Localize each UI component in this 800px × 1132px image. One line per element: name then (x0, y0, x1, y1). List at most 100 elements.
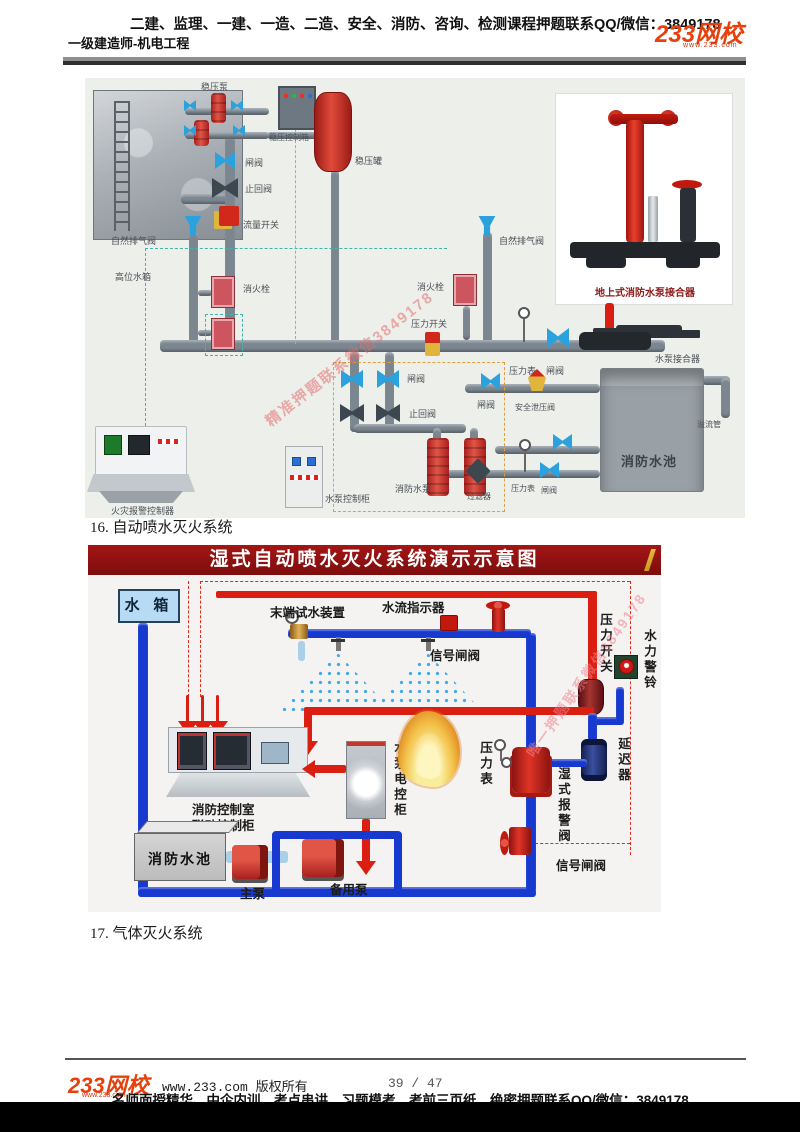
pressure-gauge (501, 757, 512, 768)
header-course-text: 一级建造师-机电工程 (68, 36, 190, 51)
label-pressure-gauge: 压力表 (478, 741, 492, 788)
pipe (535, 759, 587, 767)
gate-valve (184, 100, 196, 111)
footer-copyright: www.233.com 版权所有 (162, 1080, 308, 1095)
gate-valve (540, 462, 559, 478)
red-pipe (314, 765, 346, 773)
hydrant-standpipe (626, 120, 644, 244)
pressure-gauge (494, 739, 506, 751)
controller-buttons (158, 439, 180, 444)
air-release-valve (478, 216, 496, 236)
pipe (350, 352, 359, 432)
label-gate-valve: 闸阀 (245, 158, 264, 168)
pipe (588, 713, 597, 741)
test-drain-stub (298, 641, 305, 661)
signal-gate-valve (492, 608, 505, 632)
label-overflow-pipe: 溢流管 (697, 420, 721, 429)
pipe (225, 136, 235, 348)
cabinet-buttons (290, 475, 320, 480)
fire-water-supply-diagram: 高位水箱 稳压泵 (85, 78, 745, 518)
signal-gate-valve (509, 827, 531, 855)
pump-control-cabinet (285, 446, 323, 508)
gate-valve (233, 125, 245, 136)
wet-alarm-valve (512, 747, 550, 793)
controller-base (87, 474, 195, 492)
label-air-release-valve: 自然排气阀 (111, 236, 157, 246)
pipe (483, 232, 492, 348)
section-heading-16: 16. 自动喷水灭火系统 (90, 520, 233, 536)
pipe (181, 194, 233, 204)
pipe (331, 170, 339, 348)
cabinet-indicator (292, 457, 301, 466)
down-arrow (356, 861, 376, 875)
stabilizing-tank (314, 92, 352, 172)
red-pipe (304, 713, 312, 743)
overflow-pipe (702, 376, 730, 385)
label-water-tank: 水 箱 (124, 598, 174, 614)
pressure-gauge (518, 307, 530, 319)
label-stabilizing-control-box: 稳压控制箱 (269, 133, 309, 142)
label-pressure-gauge: 压力表 (511, 484, 535, 493)
label-gate-valve: 闸阀 (477, 400, 496, 410)
wet-sprinkler-diagram: 湿式自动喷水灭火系统演示示意图 水 箱 末端试水装置 (88, 545, 661, 912)
pump-adapter-photo: 地上式消防水泵接合器 (555, 93, 733, 305)
label-pressure-switch: 压力开关 (411, 319, 448, 329)
pump-electric-cabinet (346, 741, 386, 819)
check-valve (340, 404, 364, 422)
footer-logo-url: www.233.com (82, 1092, 126, 1099)
valve-handwheel (486, 601, 510, 610)
pump-adapter (579, 332, 651, 350)
relief-valve (648, 196, 658, 242)
branch-pipe (288, 629, 531, 638)
fire-alarm-controller (95, 426, 187, 476)
sprinkler-head (421, 637, 435, 651)
stabilizing-pump (211, 93, 226, 123)
red-pipe (304, 707, 594, 715)
gate-valve (341, 370, 363, 388)
gate-valve (553, 434, 572, 450)
label-ground-pump-adapter: 地上式消防水泵接合器 (595, 288, 695, 299)
overflow-pipe (721, 378, 730, 418)
gate-valve-body (680, 188, 696, 242)
fire-pump (427, 438, 449, 496)
label-check-valve: 止回阀 (409, 409, 437, 419)
label-stabilizing-pump: 稳压泵 (201, 82, 229, 92)
water-flow-indicator (440, 615, 458, 631)
cabinet-indicator (307, 457, 316, 466)
flow-switch (219, 206, 239, 226)
red-pipe (362, 819, 370, 863)
fire-water-pool: 消防水池 (600, 368, 704, 492)
fire-pool-top (136, 821, 240, 833)
label-fire-water-pool: 消防水池 (621, 454, 678, 469)
signal-line (145, 248, 146, 426)
check-valve (376, 404, 400, 422)
label-fire-water-pool: 消防水池 (148, 853, 212, 868)
label-hydraulic-alarm-bell: 水力警铃 (642, 629, 656, 691)
sprinkler-head (331, 637, 345, 651)
adapter-riser-pipe (605, 303, 614, 339)
label-strainer: 过滤器 (467, 492, 491, 501)
indicator-lights (284, 94, 288, 98)
fire-hydrant-box (211, 318, 235, 350)
fire-flame-core (412, 733, 446, 779)
signal-line (535, 843, 630, 844)
gate-valve (547, 328, 569, 348)
diagram-title-bar: 湿式自动喷水灭火系统演示示意图 (88, 545, 661, 575)
header-promo-text: 二建、监理、一建、一造、二造、安全、消防、咨询、检测课程押题联系QQ/微信：38… (130, 17, 721, 33)
console-desk (166, 773, 310, 797)
signal-arrow-line (186, 695, 189, 723)
label-pressure-gauge: 压力表 (509, 366, 537, 376)
controller-screen (104, 435, 122, 455)
label-flow-switch: 流量开关 (243, 220, 280, 230)
pipe (463, 306, 470, 340)
label-elevated-water-tank: 高位水箱 (115, 272, 152, 282)
label-wet-alarm-valve: 湿式报警阀 (556, 767, 570, 845)
red-feed-pipe (216, 591, 596, 598)
hydrant-crossbar (610, 114, 678, 124)
valve-handwheel (672, 180, 702, 189)
signal-line (200, 581, 630, 582)
footer-divider (65, 1058, 746, 1060)
signal-box (333, 362, 505, 512)
label-signal-gate-valve: 信号闸阀 (556, 859, 607, 873)
main-pipe (160, 340, 665, 352)
